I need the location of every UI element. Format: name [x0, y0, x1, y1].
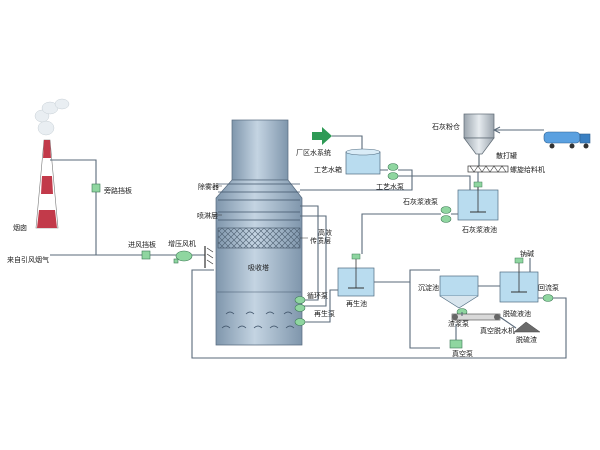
lime-silo: [463, 113, 495, 166]
process-water-line: [300, 169, 413, 191]
booster-fan: [173, 250, 193, 264]
flue-gas-label: 来自引风烟气: [7, 255, 49, 264]
plant-water-arrow: [312, 127, 332, 145]
spray-layers: [218, 211, 300, 221]
circulation-pumps: [294, 296, 306, 326]
gypsum-pile: [513, 321, 541, 333]
vacuum-filter: [451, 313, 501, 321]
screw-feeder-label: 螺旋给料机: [510, 165, 545, 174]
vacuum-pump-label: 真空泵: [452, 349, 473, 358]
inlet-damper-label: 进风挡板: [128, 240, 156, 249]
chimney-label: 烟囱: [13, 223, 27, 232]
lime-silo-label: 石灰粉仓: [432, 122, 460, 131]
bypass-damper: [91, 183, 101, 193]
regen-tank-label: 再生池: [346, 299, 367, 308]
return-to-tower: [191, 269, 567, 359]
plant-water-label: 厂区水系统: [296, 148, 331, 157]
settling-tank-label: 沉淀池: [418, 283, 439, 292]
booster-fan-label: 增压风机: [168, 239, 196, 248]
filtrate-line: [409, 282, 440, 349]
demister-layers: [218, 183, 300, 201]
chimney: [34, 98, 70, 229]
high-eff-label-2: 传质层: [310, 236, 331, 245]
process-water-pumps: [387, 163, 399, 180]
process-water-tank: [345, 148, 381, 175]
lime-slurry-line: [361, 213, 458, 254]
regen-to-settling: [374, 269, 440, 283]
absorber-tower: [215, 119, 303, 346]
return-pump: [542, 294, 554, 302]
inlet-damper: [141, 250, 151, 260]
recirculation-lines: [300, 205, 327, 307]
aeration-nozzles: [221, 311, 295, 329]
return-pump-label: 回流泵: [538, 283, 559, 292]
high-eff-label-1: 高效: [318, 228, 332, 237]
tanker-label: 散打罐: [496, 151, 517, 160]
process-water-tank-label: 工艺水箱: [314, 165, 342, 174]
tanker-truck: [543, 131, 591, 149]
lime-slurry-tank-label: 石灰浆液池: [462, 225, 497, 234]
lime-slurry-tank: [457, 181, 499, 221]
filter-to-gypsum: [499, 316, 517, 329]
absorber-label: 吸收塔: [248, 263, 269, 272]
smoke-plume: [34, 98, 70, 136]
bypass-damper-label: 旁路挡板: [104, 186, 132, 195]
vacuum-filter-label: 真空脱水机: [480, 326, 515, 335]
packing-layer: [217, 227, 301, 249]
regen-to-tower: [305, 289, 338, 323]
vacuum-pump: [449, 339, 463, 349]
settling-tank: [439, 275, 479, 309]
process-water-to-slurry: [398, 175, 471, 196]
lime-slurry-pump-label: 石灰浆液泵: [403, 197, 438, 206]
slurry-pump-label: 渣浆泵: [448, 319, 469, 328]
regen-pump-label: 再生泵: [314, 309, 335, 318]
process-water-pump-label: 工艺水泵: [376, 182, 404, 191]
demister-label: 除雾器: [198, 182, 219, 191]
circ-pump-label: 循环泵: [307, 291, 328, 300]
lime-slurry-pumps: [440, 206, 452, 223]
gypsum-label: 脱硫渣: [516, 335, 537, 344]
regeneration-tank: [337, 253, 375, 297]
spray-layer-label: 喷淋层: [197, 211, 218, 220]
caustic-label: 钠碱: [520, 249, 534, 258]
desulf-tank-label: 脱硫液池: [503, 309, 531, 318]
desulf-tank: [499, 257, 539, 303]
plant-water-line: [332, 135, 363, 152]
